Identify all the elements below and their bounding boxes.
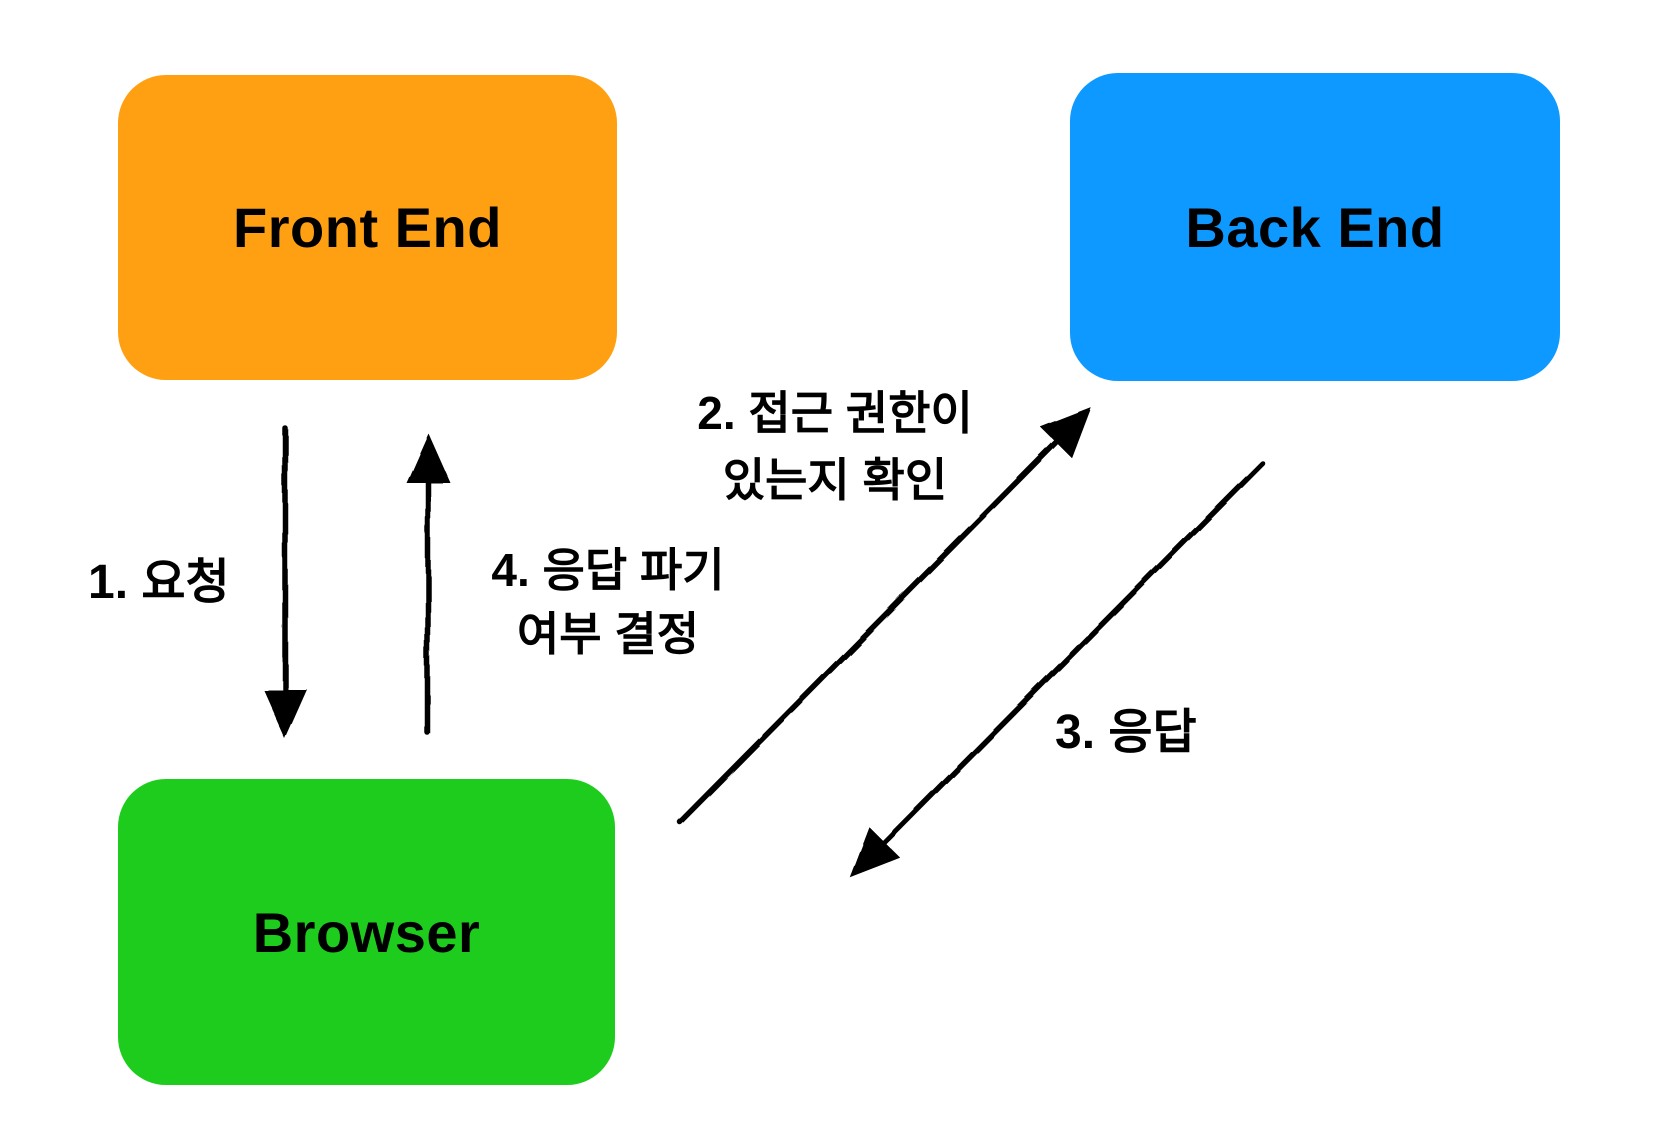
label-step4-line2: 여부 결정 (516, 608, 700, 661)
node-browser-label: Browser (252, 900, 481, 964)
label-step4-line1: 4. 응답 파기 (491, 544, 725, 596)
label-step2-line1: 2. 접근 권한이 (697, 387, 973, 439)
node-back-end-label: Back End (1185, 195, 1445, 259)
label-step3-response: 3. 응답 (1055, 692, 1197, 762)
node-front-end-label: Front End (233, 196, 502, 259)
node-front-end: Front End (118, 75, 617, 380)
label-step4-discard-decision: 4. 응답 파기 여부 결정 (433, 538, 783, 667)
label-step2-check-permission: 2. 접근 권한이 있는지 확인 (660, 380, 1010, 513)
arrow-step3-response-icon (850, 460, 1265, 878)
label-step1-text: 1. 요청 (88, 556, 230, 609)
label-step2-line2: 있는지 확인 (722, 453, 948, 506)
label-step3-text: 3. 응답 (1055, 706, 1197, 759)
node-browser: Browser (118, 779, 615, 1085)
label-step1-request: 1. 요청 (88, 542, 230, 612)
node-back-end: Back End (1070, 73, 1560, 381)
